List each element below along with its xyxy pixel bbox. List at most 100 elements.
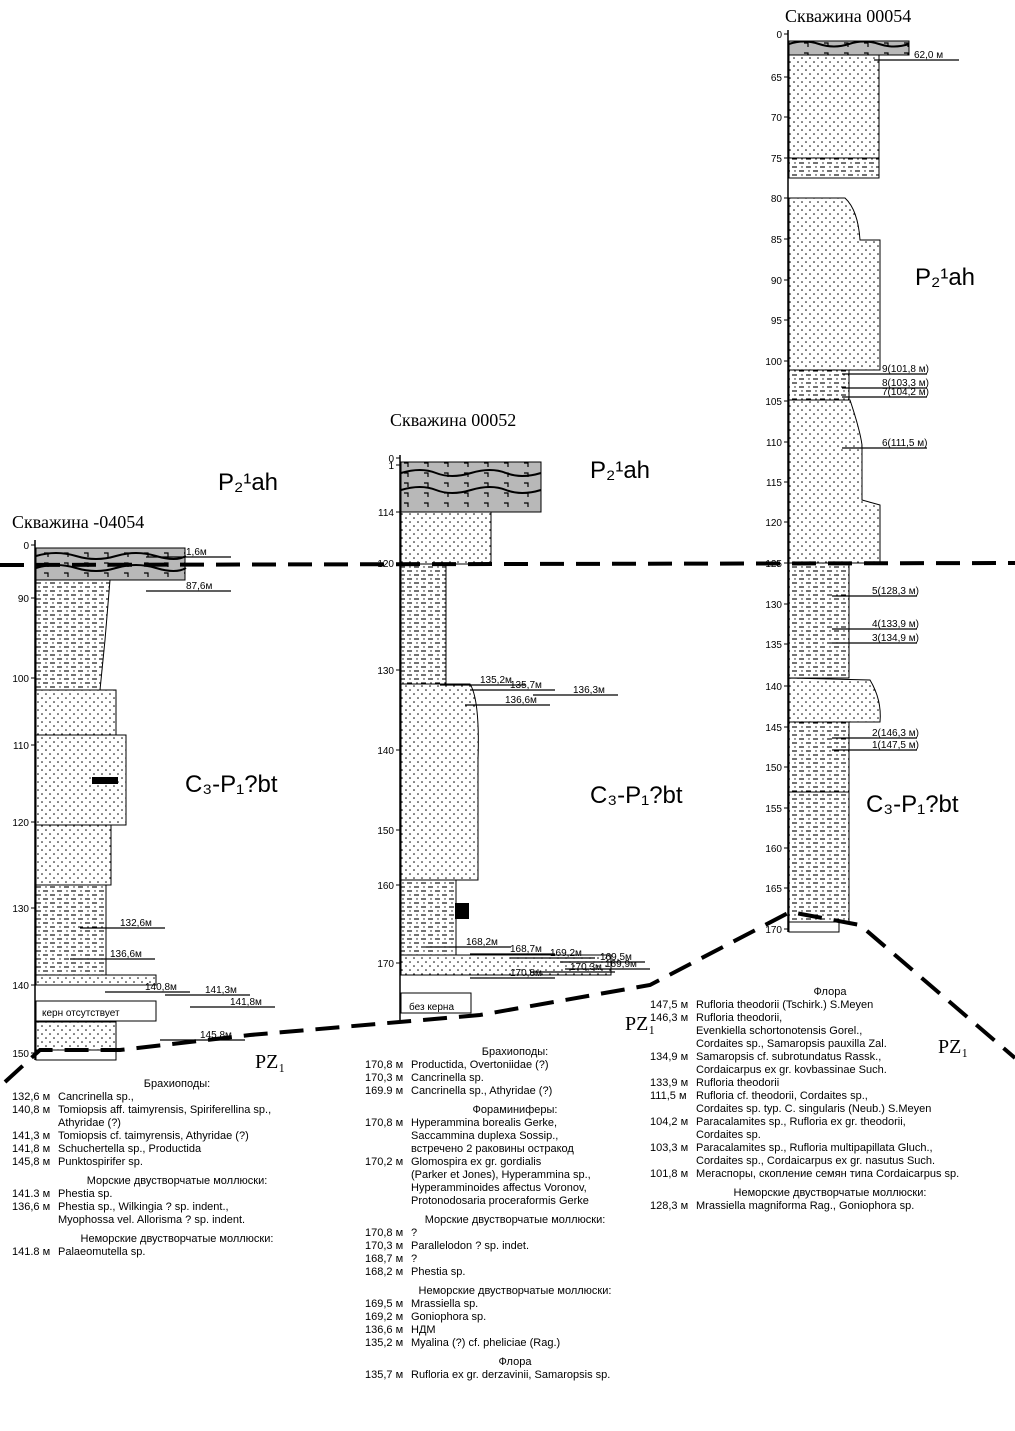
fossil-entry-depth: 170,8 м <box>365 1059 411 1072</box>
fossil-entry-taxa: встречено 2 раковины остракод <box>411 1143 574 1155</box>
well-2-title: Скважина 00052 <box>390 410 516 430</box>
depth-tick-label: 120 <box>765 518 782 529</box>
depth-tick-label: 165 <box>765 884 782 895</box>
fossil-entry-depth: 134,9 м <box>650 1051 696 1064</box>
fossil-entry-taxa: Cordaites sp. typ. C. singularis (Neub.)… <box>696 1103 931 1115</box>
depth-tick-label: 145 <box>765 723 782 734</box>
fossil-entry-taxa: Myophossa vel. Allorisma ? sp. indent. <box>58 1214 245 1226</box>
depth-tick-label: 110 <box>766 438 782 449</box>
fossil-entry-taxa: Rufloria cf. theodorii, Cordaites sp., <box>696 1090 868 1102</box>
sample-depth-label: 5(128,3 м) <box>872 586 919 597</box>
fossil-entry-taxa: Rufloria theodorii <box>696 1077 779 1089</box>
sample-depth-label: 62,0 м <box>914 50 943 61</box>
fossil-entry-taxa: Cancrinella sp., Athyridae (?) <box>411 1085 552 1097</box>
fossil-entry: Cordaites sp., Samaropsis pauxilla Zal. <box>650 1038 1010 1051</box>
fossil-entry-depth: 104,2 м <box>650 1116 696 1129</box>
fossil-entry-depth: 170,2 м <box>365 1156 411 1169</box>
fossil-entry: 170,3 мCancrinella sp. <box>365 1072 665 1085</box>
sample-depth-label: 136,6м <box>110 949 142 960</box>
fossil-entry: Myophossa vel. Allorisma ? sp. indent. <box>12 1214 342 1227</box>
sample-depth-label: 135,2м <box>480 675 512 686</box>
sample-depth-label: 170,8м <box>510 968 542 979</box>
sample-depth-label: 169,9м <box>605 959 637 970</box>
sample-depth-label: 2(146,3 м) <box>872 728 919 739</box>
fossil-entry: Cordaites sp. <box>650 1129 1010 1142</box>
depth-tick-label: 120 <box>12 818 29 829</box>
depth-tick-label: 150 <box>12 1049 29 1060</box>
depth-tick-label: 140 <box>12 981 29 992</box>
fossil-entry-depth: 141,8 м <box>12 1143 58 1156</box>
fossil-entry-taxa: Hyperamminoides affectus Voronov, <box>411 1182 587 1194</box>
fossil-entry-depth: 169.9 м <box>365 1085 411 1098</box>
fossil-entry-depth: 140,8 м <box>12 1104 58 1117</box>
fossil-entry-taxa: Parallelodon ? sp. indet. <box>411 1240 529 1252</box>
depth-tick-label: 135 <box>765 640 782 651</box>
fossil-entry: 140,8 мTomiopsis aff. taimyrensis, Spiri… <box>12 1104 342 1117</box>
fossil-group-heading: Неморские двустворчатые моллюски: <box>12 1233 342 1246</box>
depth-tick-label: 65 <box>771 73 783 84</box>
fossil-entry-taxa: Cordaites sp., Cordaicarpus ex gr. nasut… <box>696 1155 935 1167</box>
depth-tick-label: 110 <box>13 741 29 752</box>
fossil-entry-taxa: НДМ <box>411 1324 436 1336</box>
fossil-entry-depth: 168,2 м <box>365 1266 411 1279</box>
fossil-entry: 168,7 м? <box>365 1253 665 1266</box>
depth-tick-label: 70 <box>771 113 783 124</box>
depth-tick-label: 100 <box>765 357 782 368</box>
fossil-entry-taxa: Cordaites sp., Samaropsis pauxilla Zal. <box>696 1038 887 1050</box>
fossil-entry-depth: 136,6 м <box>12 1201 58 1214</box>
fossil-entry-taxa: Punktospirifer sp. <box>58 1156 143 1168</box>
fossil-entry-depth: 145,8 м <box>12 1156 58 1169</box>
depth-tick-label: 0 <box>776 30 782 41</box>
well-1-title: Скважина -04054 <box>12 512 144 532</box>
depth-tick-label: 1 <box>388 461 394 472</box>
fossil-entry: Athyridae (?) <box>12 1117 342 1130</box>
fossil-entry-depth: 101,8 м <box>650 1168 696 1181</box>
fossil-entry: 170,8 мProductida, Overtoniidae (?) <box>365 1059 665 1072</box>
unit-label-p2ah-w1: P₂¹ah <box>218 469 278 496</box>
fossil-entry: 128,3 мMrassiella magniforma Rag., Gonio… <box>650 1200 1010 1213</box>
fossil-entry-taxa: ? <box>411 1227 417 1239</box>
fossil-entry-taxa: Phestia sp. <box>58 1188 112 1200</box>
sample-depth-label: 136,6м <box>505 695 537 706</box>
well-00052: Скважина 00052 без керна 011141201301401… <box>377 410 650 1020</box>
fossil-entry: Cordaicarpus ex gr. kovbassinae Such. <box>650 1064 1010 1077</box>
fossil-entry-depth: 168,7 м <box>365 1253 411 1266</box>
depth-tick-label: 160 <box>377 881 394 892</box>
fossil-entry-depth: 169,2 м <box>365 1311 411 1324</box>
depth-tick-label: 0 <box>23 541 29 552</box>
depth-tick-label: 170 <box>377 959 394 970</box>
fossil-entry-taxa: Cancrinella sp., <box>58 1091 134 1103</box>
fossil-group-heading: Брахиоподы: <box>12 1078 342 1091</box>
fossil-group-heading: Неморские двустворчатые моллюски: <box>650 1187 1010 1200</box>
fossil-entry-taxa: Cordaicarpus ex gr. kovbassinae Such. <box>696 1064 887 1076</box>
unit-label-pz1-w1: PZ₁ <box>255 1051 285 1073</box>
fossil-entry-depth: 135,2 м <box>365 1337 411 1350</box>
fossil-entry-depth: 169,5 м <box>365 1298 411 1311</box>
fossil-entry-taxa: Evenkiella schortonotensis Gorel., <box>696 1025 862 1037</box>
fossil-entry: 170,3 мParallelodon ? sp. indet. <box>365 1240 665 1253</box>
fossil-entry-taxa: Saccammina duplexa Sossip., <box>411 1130 558 1142</box>
depth-tick-label: 90 <box>18 594 30 605</box>
fossil-group-heading: Неморские двустворчатые моллюски: <box>365 1285 665 1298</box>
depth-tick-label: 130 <box>377 666 394 677</box>
fossil-group-heading: Брахиоподы: <box>365 1046 665 1059</box>
fossil-entry: Saccammina duplexa Sossip., <box>365 1130 665 1143</box>
fossil-entry-depth: 146,3 м <box>650 1012 696 1025</box>
fossil-entry-depth: 133,9 м <box>650 1077 696 1090</box>
sample-depth-label: 141,3м <box>205 985 237 996</box>
depth-tick-label: 130 <box>12 904 29 915</box>
fossil-entry: Evenkiella schortonotensis Gorel., <box>650 1025 1010 1038</box>
fossil-entry-depth: 111,5 м <box>650 1090 696 1103</box>
